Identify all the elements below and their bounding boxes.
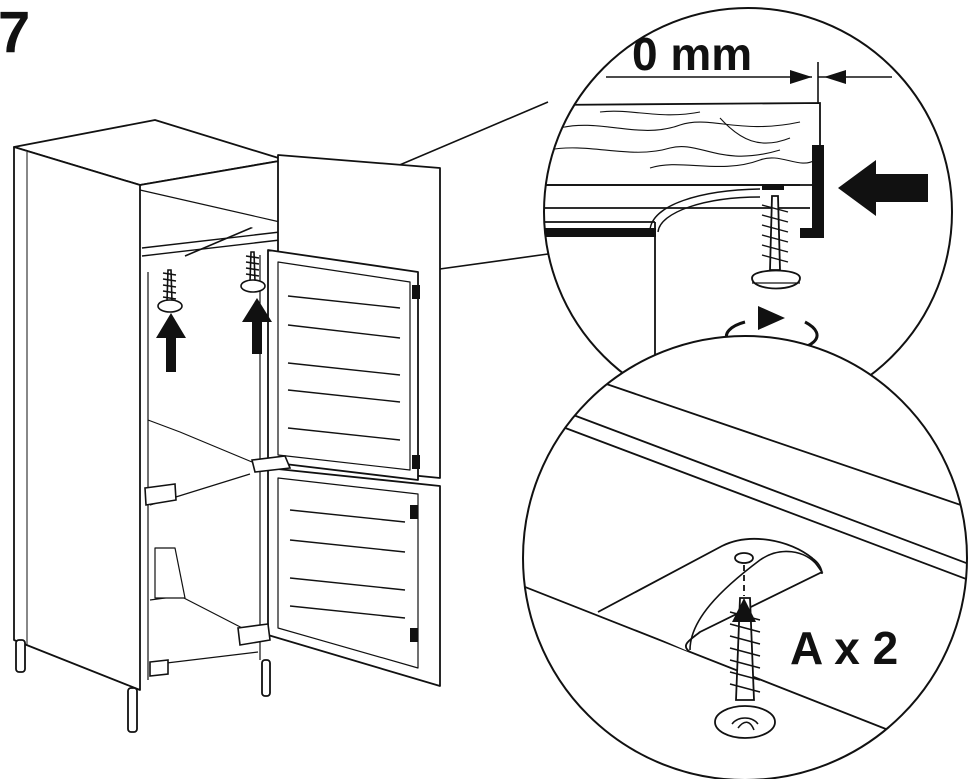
dimension-line (606, 62, 892, 104)
gap-label: 0 mm (632, 28, 752, 80)
quantity-label: A x 2 (790, 622, 898, 674)
arrow-up-icon (156, 298, 272, 372)
detail-circle-bottom: A x 2 (522, 335, 968, 779)
upper-door (267, 154, 441, 481)
detail-circle-top: 0 mm (543, 7, 953, 417)
arrow-left-icon (838, 160, 928, 216)
arrow-up-icon (732, 598, 756, 622)
screw-icon (240, 251, 266, 293)
step-number: 7 (0, 0, 30, 65)
hinges (144, 455, 292, 677)
screw-icon (157, 269, 183, 313)
lower-door (267, 467, 441, 687)
